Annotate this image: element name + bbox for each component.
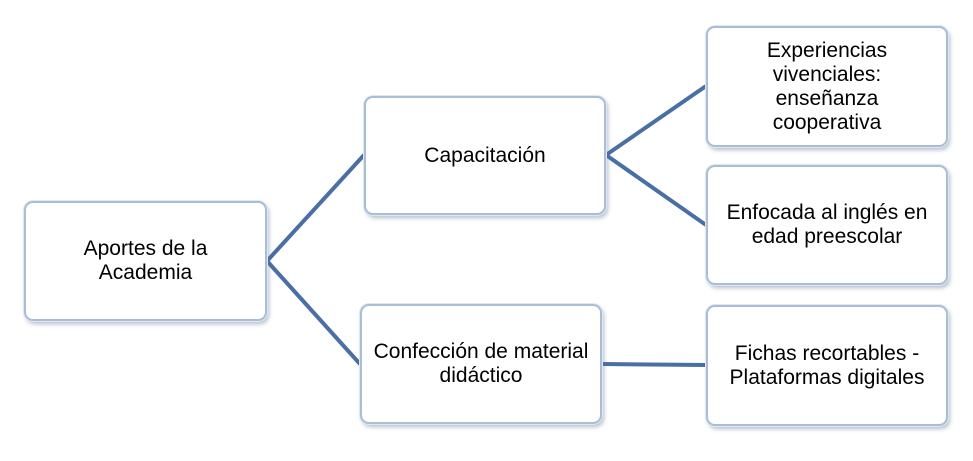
node-label-aportes-academia: Aportes de la Academia xyxy=(83,237,208,284)
edge-capacitacion-enfocada xyxy=(604,153,708,227)
edge-root-capacitacion xyxy=(265,153,366,263)
node-experiencias-vivenciales: Experiencias vivenciales: enseñanza coop… xyxy=(706,26,948,147)
node-aportes-academia: Aportes de la Academia xyxy=(24,201,267,321)
node-confeccion-material: Confección de material didáctico xyxy=(360,304,602,424)
node-fichas-recortables: Fichas recortables - Plataformas digital… xyxy=(706,305,948,426)
node-enfocada-ingles: Enfocada al inglés en edad preescolar xyxy=(706,165,948,285)
node-label-fichas-recortables: Fichas recortables - Plataformas digital… xyxy=(729,341,925,389)
node-label-enfocada-ingles: Enfocada al inglés en edad preescolar xyxy=(726,201,928,248)
node-capacitacion: Capacitación xyxy=(364,96,606,215)
node-label-experiencias-vivenciales: Experiencias vivenciales: enseñanza coop… xyxy=(766,38,888,134)
node-label-capacitacion: Capacitación xyxy=(424,143,546,167)
node-label-confeccion-material: Confección de material didáctico xyxy=(373,340,589,387)
edge-confeccion-fichas xyxy=(601,362,707,367)
edge-root-confeccion xyxy=(265,259,362,366)
edge-capacitacion-experiencias xyxy=(604,84,708,157)
